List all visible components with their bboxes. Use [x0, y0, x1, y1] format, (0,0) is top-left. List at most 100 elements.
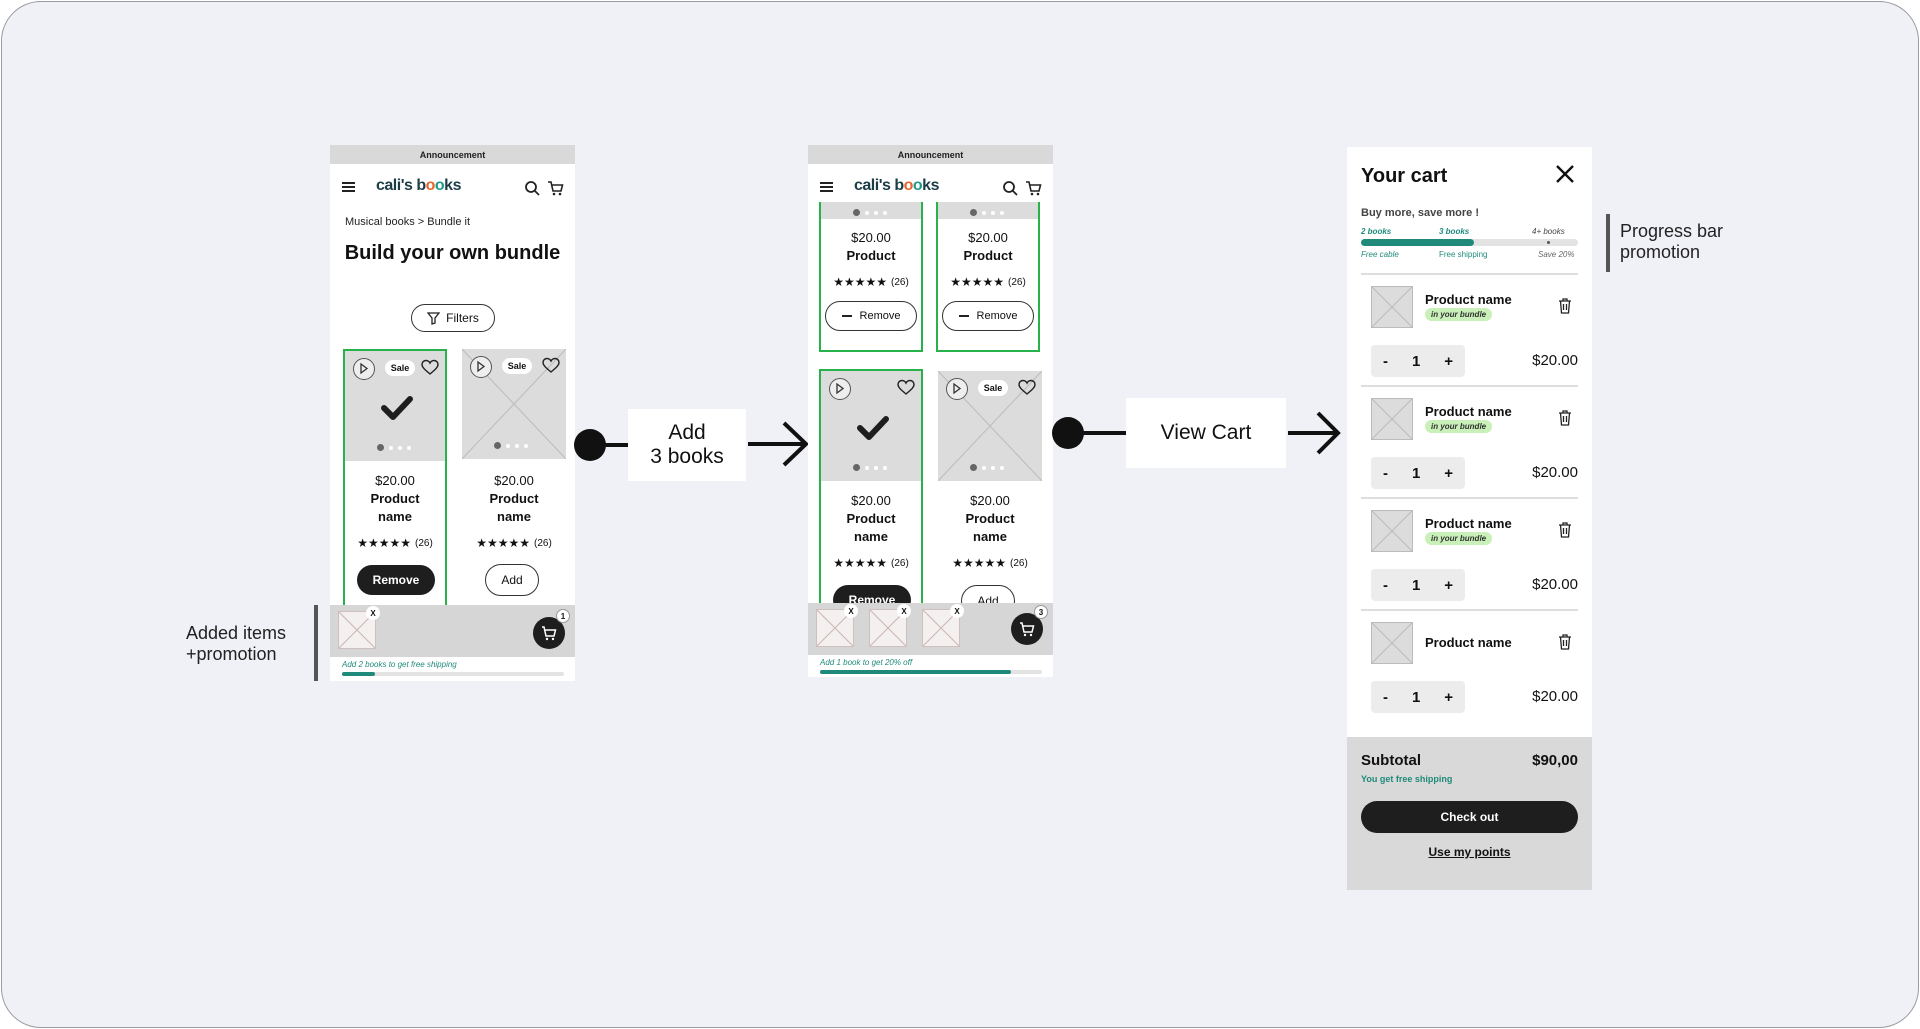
increase-button[interactable]: + [1444, 352, 1453, 370]
image-carousel-dots[interactable] [970, 209, 1004, 216]
tier-reward: Save 20% [1538, 250, 1575, 259]
heart-icon[interactable] [897, 379, 915, 397]
product-price: $20.00 [851, 493, 891, 508]
remove-button[interactable]: Remove [942, 301, 1034, 331]
quantity-stepper[interactable]: -1+ [1371, 457, 1465, 489]
play-icon[interactable] [470, 356, 492, 378]
play-icon[interactable] [829, 378, 851, 400]
remove-item-icon[interactable]: X [950, 604, 964, 618]
product-image[interactable] [821, 371, 921, 481]
tier-reward: Free shipping [1439, 250, 1488, 259]
remove-item-icon[interactable]: X [844, 604, 858, 618]
quantity-stepper[interactable]: - 1 + [1371, 681, 1465, 713]
image-carousel-dots[interactable] [853, 209, 887, 216]
filters-button[interactable]: Filters [411, 304, 495, 332]
product-name[interactable]: Product [963, 248, 1013, 263]
search-icon[interactable] [1002, 180, 1019, 197]
tier-marker [1547, 241, 1550, 244]
trash-icon[interactable] [1558, 522, 1572, 538]
remove-item-icon[interactable]: X [897, 604, 911, 618]
cart-item-image[interactable] [1371, 510, 1413, 552]
use-points-link[interactable]: Use my points [1428, 845, 1511, 859]
flow-connector [602, 443, 630, 447]
trash-icon[interactable] [1558, 298, 1572, 314]
quantity-stepper[interactable]: - 1 + [1371, 345, 1465, 377]
checkout-button[interactable]: Check out [1361, 801, 1578, 833]
screen-bundle-scrolled: Announcement cali's books $20.00 Product… [808, 145, 1053, 677]
cart-item-price: $20.00 [1532, 576, 1578, 593]
search-icon[interactable] [524, 180, 541, 197]
quantity-value: 1 [1411, 352, 1421, 370]
decrease-button[interactable]: - [1383, 464, 1388, 482]
cart-item-name[interactable]: Product name [1425, 635, 1512, 650]
remove-button[interactable]: Remove [357, 565, 435, 595]
menu-icon[interactable] [342, 182, 355, 192]
cart-item-image[interactable] [1371, 398, 1413, 440]
minus-icon [958, 315, 969, 317]
add-button[interactable]: Add [485, 564, 539, 596]
image-carousel-dots[interactable] [853, 464, 887, 471]
logo[interactable]: cali's books [854, 177, 939, 194]
product-image[interactable]: Sale [345, 351, 445, 461]
product-rating: ★★★★★(26) [476, 536, 552, 550]
cart-icon[interactable] [547, 180, 564, 197]
decrease-button[interactable]: - [1383, 352, 1388, 370]
heart-icon[interactable] [1018, 379, 1036, 397]
added-item-thumbnail[interactable]: X [922, 604, 964, 647]
subtotal-label: Subtotal [1361, 752, 1421, 769]
promotion-text: Add 1 book to get 20% off [820, 658, 913, 667]
cart-item-price: $20.00 [1532, 688, 1578, 705]
remove-item-icon[interactable]: X [366, 606, 380, 620]
product-image[interactable] [938, 202, 1038, 219]
image-carousel-dots[interactable] [970, 464, 1004, 471]
added-item-thumbnail[interactable]: X [816, 604, 858, 647]
product-card[interactable]: $20.00 Product ★★★★★(26) Remove [819, 202, 923, 352]
increase-button[interactable]: + [1444, 464, 1453, 482]
cart-item-name[interactable]: Product name [1425, 404, 1512, 419]
cart-item-image[interactable] [1371, 622, 1413, 664]
increase-button[interactable]: + [1444, 688, 1453, 706]
image-carousel-dots[interactable] [377, 444, 411, 451]
cart-item-name[interactable]: Product name [1425, 516, 1512, 531]
product-image[interactable]: Sale [462, 349, 566, 459]
breadcrumb[interactable]: Musical books > Bundle it [345, 216, 471, 228]
divider [1361, 497, 1578, 499]
trash-icon[interactable] [1558, 634, 1572, 650]
heart-icon[interactable] [542, 357, 560, 375]
trash-icon[interactable] [1558, 410, 1572, 426]
quantity-value: 1 [1411, 688, 1421, 706]
quantity-stepper[interactable]: -1+ [1371, 569, 1465, 601]
play-icon[interactable] [946, 378, 968, 400]
cart-item-name[interactable]: Product name [1425, 292, 1512, 307]
product-rating: ★★★★★(26) [952, 556, 1028, 570]
added-item-thumbnail[interactable]: X [338, 606, 380, 649]
decrease-button[interactable]: - [1383, 576, 1388, 594]
logo[interactable]: cali's books [376, 177, 461, 194]
added-items-tray: X X X 3 [808, 603, 1053, 655]
product-image[interactable]: Sale [938, 371, 1042, 481]
menu-icon[interactable] [820, 182, 833, 192]
remove-button[interactable]: Remove [825, 301, 917, 331]
image-carousel-dots[interactable] [494, 442, 528, 449]
product-name[interactable]: Product [846, 248, 896, 263]
added-item-thumbnail[interactable]: X [869, 604, 911, 647]
cart-item-image[interactable] [1371, 286, 1413, 328]
increase-button[interactable]: + [1444, 576, 1453, 594]
play-icon[interactable] [353, 358, 375, 380]
product-image[interactable] [821, 202, 921, 219]
decrease-button[interactable]: - [1383, 688, 1388, 706]
heart-icon[interactable] [421, 359, 439, 377]
close-icon[interactable] [1554, 163, 1576, 185]
product-card[interactable]: $20.00 Product ★★★★★(26) Remove [936, 202, 1040, 352]
tier-label: 3 books [1439, 227, 1470, 236]
cart-icon[interactable] [1025, 180, 1042, 197]
